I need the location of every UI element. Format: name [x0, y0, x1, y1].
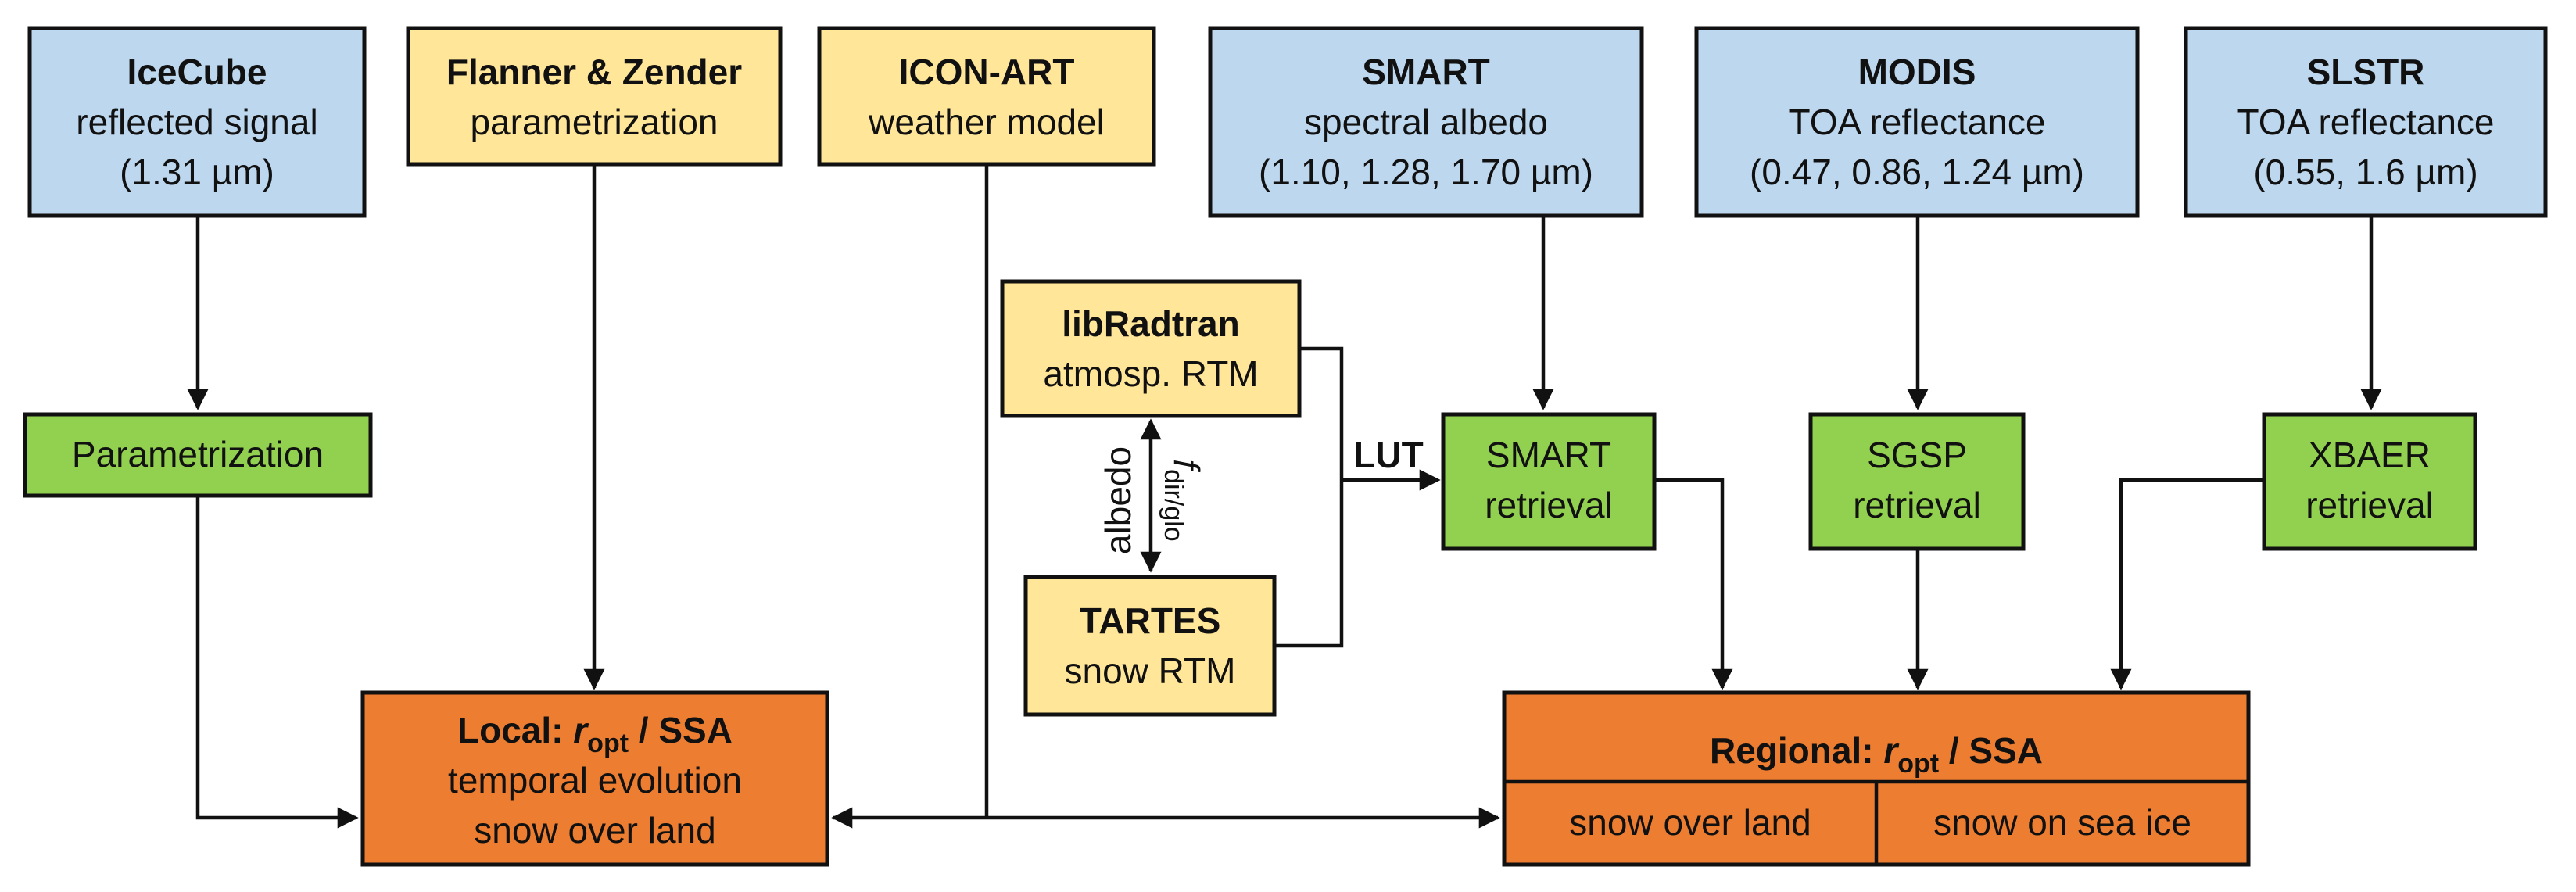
local-title-suffix: / SSA: [629, 710, 733, 750]
lut-bracket-line: [1274, 346, 1344, 648]
regional-title-suffix: / SSA: [1939, 730, 2043, 771]
iconart-line1: weather model: [868, 102, 1105, 142]
local-title: Local: ropt / SSA: [457, 710, 733, 758]
smart-retrieval-line2: retrieval: [1485, 485, 1613, 525]
lut-label: LUT: [1353, 435, 1423, 475]
slstr-line2: (0.55, 1.6 µm): [2253, 152, 2477, 192]
arrow-xbaer-to-regional: [2110, 478, 2264, 690]
arrow-parametrization-to-local: [195, 496, 359, 829]
regional-title: Regional: ropt / SSA: [1710, 730, 2043, 779]
libradtran-title: libRadtran: [1062, 303, 1239, 344]
f-dir-glo-label: fdir/glo: [1159, 459, 1207, 541]
modis-line1: TOA reflectance: [1789, 102, 2046, 142]
albedo-label: albedo: [1098, 446, 1138, 554]
local-output-box: Local: ropt / SSA temporal evolution sno…: [360, 690, 829, 867]
xbaer-retrieval-line2: retrieval: [2306, 485, 2434, 525]
smart-title: SMART: [1362, 52, 1490, 92]
local-r-symbol: r: [573, 710, 589, 750]
sgsp-retrieval-box: SGSP retrieval: [1808, 412, 2026, 551]
icecube-box: IceCube reflected signal (1.31 µm): [27, 26, 367, 218]
slstr-title: SLSTR: [2307, 52, 2425, 92]
icecube-line1: reflected signal: [76, 102, 317, 142]
smart-retrieval-line1: SMART: [1486, 435, 1611, 475]
smart-line2: (1.10, 1.28, 1.70 µm): [1259, 152, 1593, 192]
local-title-prefix: Local:: [457, 710, 573, 750]
tartes-box: TARTES snow RTM: [1023, 575, 1277, 717]
modis-line2: (0.47, 0.86, 1.24 µm): [1750, 152, 2084, 192]
sgsp-retrieval-line2: retrieval: [1853, 485, 1981, 525]
libradtran-line1: atmosp. RTM: [1043, 353, 1258, 394]
flanner-line1: parametrization: [470, 102, 718, 142]
smart-retrieval-box: SMART retrieval: [1441, 412, 1657, 551]
tartes-title: TARTES: [1080, 600, 1221, 641]
regional-right-cell: snow on sea ice: [1933, 802, 2191, 843]
iconart-title: ICON-ART: [899, 52, 1075, 92]
slstr-line1: TOA reflectance: [2237, 102, 2495, 142]
libradtran-box: libRadtran atmosp. RTM: [1000, 279, 1302, 418]
regional-title-prefix: Regional:: [1710, 730, 1883, 771]
icon-art-box: ICON-ART weather model: [817, 26, 1156, 167]
parametrization-box: Parametrization: [23, 412, 373, 498]
xbaer-retrieval-box: XBAER retrieval: [2262, 412, 2477, 551]
smart-box: SMART spectral albedo (1.10, 1.28, 1.70 …: [1208, 26, 1644, 218]
local-line1: temporal evolution: [448, 760, 742, 801]
f-subscript: dir/glo: [1159, 469, 1188, 542]
sgsp-retrieval-line1: SGSP: [1867, 435, 1967, 475]
arrow-smart-retrieval-to-regional: [1654, 478, 1733, 690]
tartes-line1: snow RTM: [1065, 650, 1236, 691]
flanner-title: Flanner & Zender: [446, 52, 742, 92]
flanner-zender-box: Flanner & Zender parametrization: [406, 26, 783, 167]
slstr-box: SLSTR TOA reflectance (0.55, 1.6 µm): [2184, 26, 2548, 218]
modis-box: MODIS TOA reflectance (0.47, 0.86, 1.24 …: [1694, 26, 2140, 218]
modis-title: MODIS: [1858, 52, 1976, 92]
parametrization-label: Parametrization: [72, 434, 324, 475]
local-line2: snow over land: [474, 810, 715, 851]
regional-r-symbol: r: [1883, 730, 1899, 771]
regional-left-cell: snow over land: [1569, 802, 1811, 843]
regional-output-box: Regional: ropt / SSA snow over land snow…: [1502, 690, 2251, 867]
local-r-subscript: opt: [587, 729, 629, 758]
xbaer-retrieval-line1: XBAER: [2309, 435, 2431, 475]
icecube-title: IceCube: [127, 52, 267, 92]
f-symbol: f: [1166, 459, 1207, 472]
regional-r-subscript: opt: [1897, 749, 1939, 779]
icecube-line2: (1.31 µm): [120, 152, 274, 192]
connectors: [187, 164, 2382, 829]
smart-line1: spectral albedo: [1304, 102, 1548, 142]
